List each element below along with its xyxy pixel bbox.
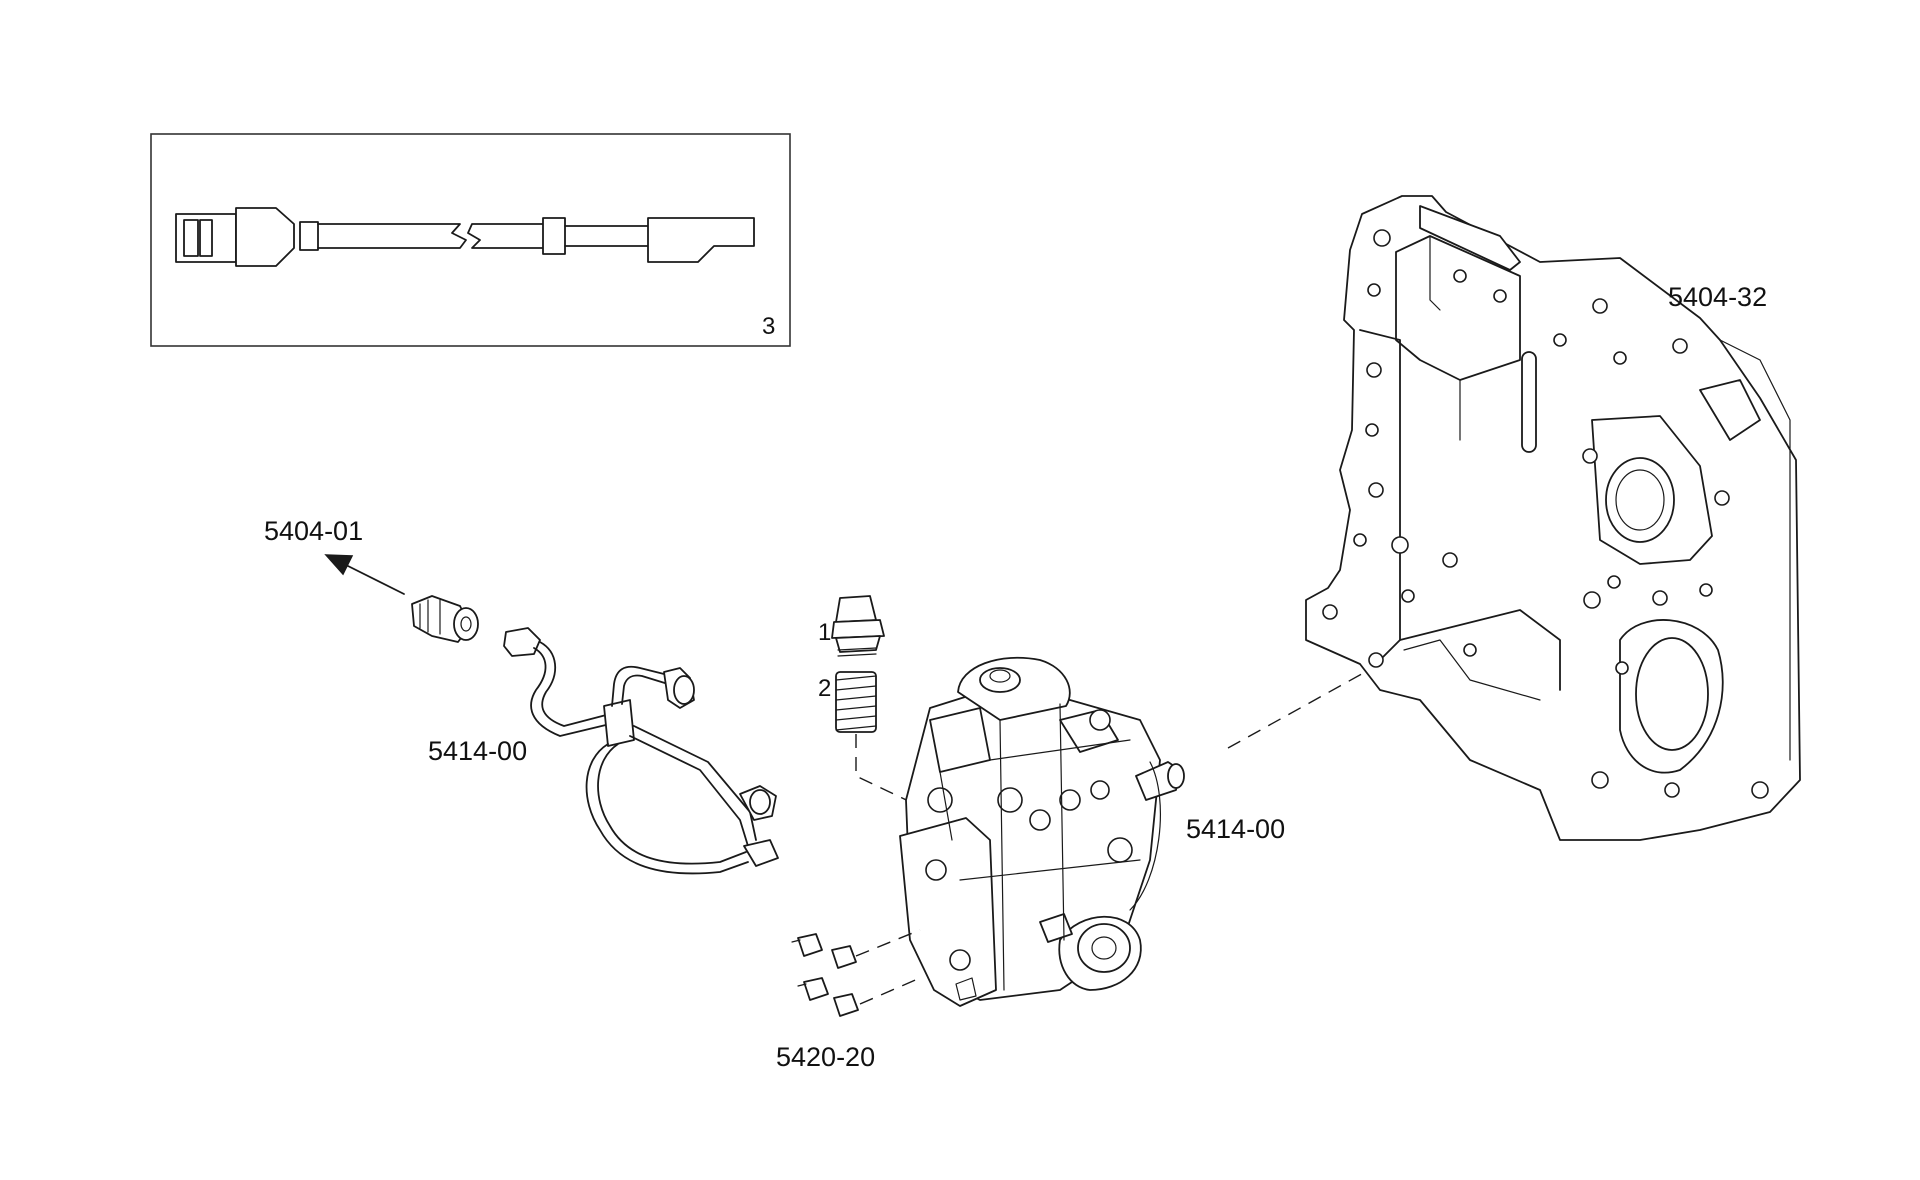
speed-sensor-icon bbox=[411, 595, 479, 643]
reference-arrow-icon bbox=[324, 554, 405, 595]
callout-5404-01: 5404-01 bbox=[264, 516, 363, 546]
callout-item-2: 2 bbox=[818, 675, 831, 702]
callout-5414-00-right: 5414-00 bbox=[1186, 814, 1285, 844]
spring-icon bbox=[835, 671, 877, 733]
cable-wire-icon bbox=[299, 217, 649, 255]
mounting-bolts-icon bbox=[791, 929, 921, 1017]
valve-fitting-icon bbox=[831, 595, 885, 657]
gear-housing-icon bbox=[1305, 195, 1801, 841]
callout-5414-00-left: 5414-00 bbox=[428, 736, 527, 766]
cable-connector-icon bbox=[175, 207, 295, 267]
callout-5404-32: 5404-32 bbox=[1668, 282, 1767, 312]
injection-pump-icon bbox=[899, 656, 1185, 1007]
item-2-leader bbox=[855, 734, 945, 819]
callout-5420-20: 5420-20 bbox=[776, 1042, 875, 1072]
fuel-pipe-assembly-icon bbox=[503, 627, 779, 875]
inset-item-number: 3 bbox=[762, 313, 775, 340]
callout-item-1: 1 bbox=[818, 619, 831, 646]
inset-cable-detail: 3 bbox=[150, 133, 791, 347]
sensor-tip-icon bbox=[647, 217, 755, 263]
